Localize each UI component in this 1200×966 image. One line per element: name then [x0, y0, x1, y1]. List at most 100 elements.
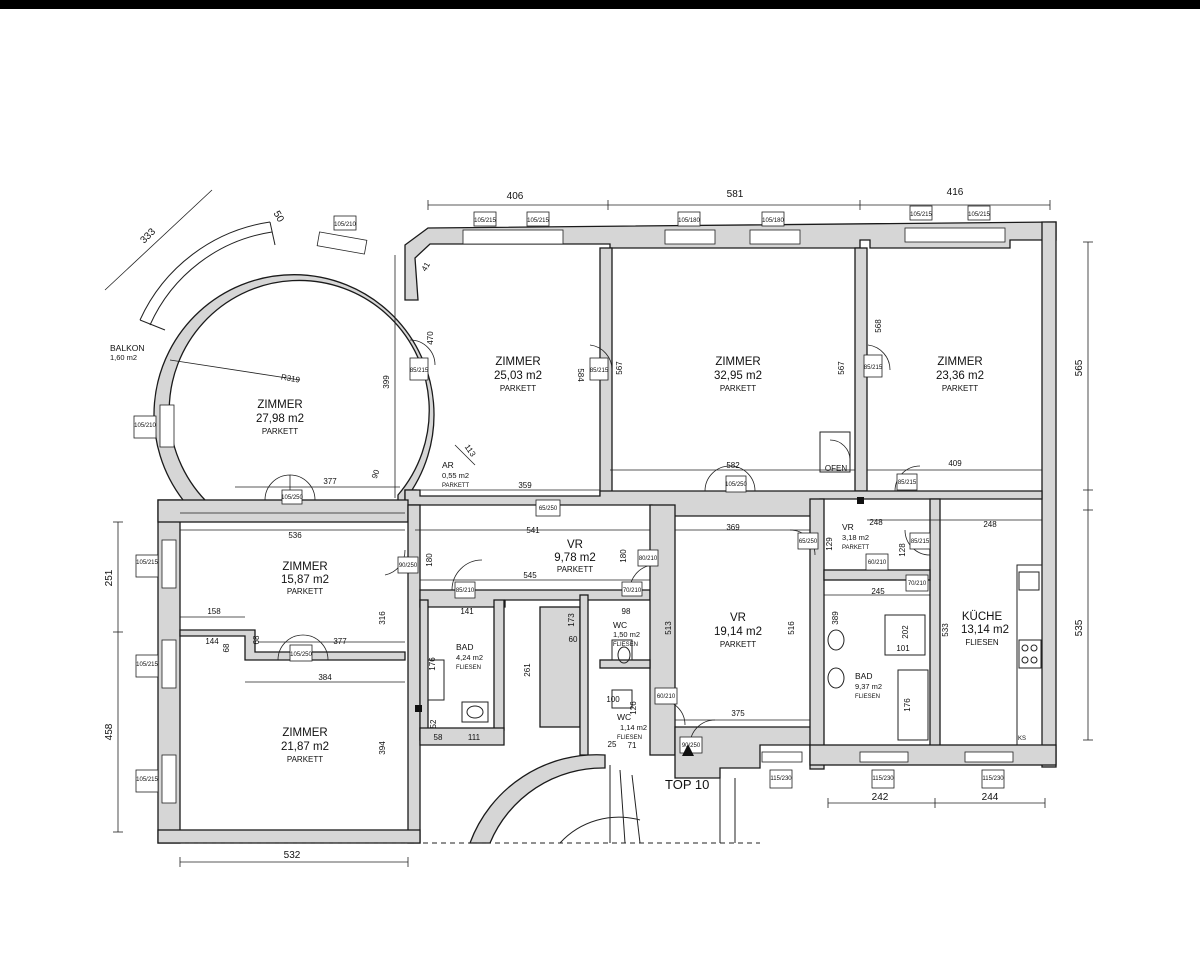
room-floor: FLIESEN	[855, 694, 880, 700]
dim-bottom-242: 242	[872, 792, 889, 803]
top-black-bar	[0, 0, 1200, 9]
dim-68a: 68	[252, 635, 261, 644]
room-balkon: BALKON 1,60 m2	[110, 343, 145, 362]
room-vr-2: VR 19,14 m2 PARKETT	[714, 612, 762, 649]
dim-176b: 176	[903, 698, 912, 712]
dim-top-406: 406	[507, 191, 524, 202]
svg-text:85/215: 85/215	[590, 368, 609, 374]
dim-98: 98	[622, 607, 631, 616]
dim-71: 71	[628, 741, 637, 750]
room-zimmer-4: ZIMMER 23,36 m2 PARKETT	[936, 356, 984, 393]
room-area: 1,50 m2	[613, 630, 640, 639]
dim-541: 541	[526, 526, 540, 535]
room-floor: PARKETT	[842, 545, 870, 551]
room-zimmer-2: ZIMMER 25,03 m2 PARKETT	[494, 356, 542, 393]
ofen-label: OFEN	[825, 464, 847, 473]
room-area: 13,14 m2	[961, 624, 1009, 636]
room-floor: FLIESEN	[617, 735, 642, 741]
dim-582: 582	[726, 461, 740, 470]
dim-248a: 248	[869, 518, 883, 527]
balcony	[139, 221, 276, 331]
room-name: WC	[617, 712, 631, 722]
room-zimmer-6: ZIMMER 21,87 m2 PARKETT	[281, 727, 329, 764]
staircase	[180, 765, 760, 844]
top10-label: TOP 10	[665, 777, 709, 792]
dim-90: 90	[370, 468, 382, 480]
dim-513: 513	[664, 621, 673, 635]
dim-567b: 567	[837, 361, 846, 375]
room-name: VR	[842, 522, 854, 532]
svg-text:85/215: 85/215	[864, 365, 883, 371]
dim-113: 113	[463, 443, 478, 459]
room-floor: PARKETT	[500, 384, 536, 393]
dim-316: 316	[378, 611, 387, 625]
dim-375: 375	[731, 709, 745, 718]
room-zimmer-5: ZIMMER 15,87 m2 PARKETT	[281, 561, 329, 596]
dimension-labels: 406 581 416 565 535 251 458 532 242 244 …	[104, 187, 1085, 861]
dim-bottom-532: 532	[284, 850, 301, 861]
svg-text:115/230: 115/230	[982, 776, 1004, 782]
svg-text:105/215: 105/215	[474, 218, 496, 224]
dim-126: 126	[629, 701, 638, 715]
room-name: BAD	[855, 671, 872, 681]
svg-text:105/250: 105/250	[725, 482, 747, 488]
room-floor: PARKETT	[942, 384, 978, 393]
dim-25: 25	[608, 740, 617, 749]
dim-60a: 60	[569, 635, 578, 644]
dim-389: 389	[831, 611, 840, 625]
svg-text:90/250: 90/250	[399, 563, 418, 569]
svg-text:105/250: 105/250	[281, 495, 303, 501]
room-floor: PARKETT	[720, 640, 756, 649]
dim-68b: 68	[222, 643, 231, 652]
svg-text:90/250: 90/250	[682, 743, 701, 749]
dim-bottom-244: 244	[982, 792, 999, 803]
room-name: ZIMMER	[282, 561, 327, 573]
room-kueche: KÜCHE 13,14 m2 FLIESEN	[961, 611, 1009, 647]
room-vr-1: VR 9,78 m2 PARKETT	[554, 539, 596, 574]
dimension-lines	[104, 189, 1093, 867]
dim-top-416: 416	[947, 187, 964, 198]
windows	[159, 227, 1014, 804]
fixtures	[415, 431, 1043, 746]
dim-180a: 180	[425, 553, 434, 567]
dim-399: 399	[382, 375, 391, 389]
misc-labels: OFEN KS TOP 10	[665, 464, 1026, 792]
dim-58: 58	[434, 733, 443, 742]
dim-248b: 248	[983, 520, 997, 529]
room-name: VR	[567, 539, 583, 551]
room-area: 19,14 m2	[714, 626, 762, 638]
dim-470: 470	[426, 331, 435, 345]
svg-text:105/215: 105/215	[527, 218, 549, 224]
dim-409: 409	[948, 459, 962, 468]
svg-text:85/215: 85/215	[410, 368, 429, 374]
dim-533: 533	[941, 623, 950, 637]
dim-141: 141	[460, 607, 474, 616]
room-area: 21,87 m2	[281, 741, 329, 753]
room-area: 9,37 m2	[855, 682, 882, 691]
dim-101: 101	[896, 644, 910, 653]
room-area: 0,55 m2	[442, 471, 469, 480]
room-floor: PARKETT	[287, 587, 323, 596]
dim-158: 158	[207, 607, 221, 616]
dim-129: 129	[825, 537, 834, 551]
room-name: ZIMMER	[715, 356, 760, 368]
room-name: WC	[613, 620, 627, 630]
room-floor: PARKETT	[557, 565, 593, 574]
room-wc-1: WC 1,50 m2 FLIESEN	[613, 620, 640, 648]
room-name: ZIMMER	[495, 356, 540, 368]
entrance-arrow-icon	[682, 744, 694, 756]
room-zimmer-3: ZIMMER 32,95 m2 PARKETT	[714, 356, 762, 393]
dim-377a: 377	[323, 477, 337, 486]
room-floor: FLIESEN	[456, 665, 481, 671]
room-area: 25,03 m2	[494, 370, 542, 382]
room-area: 15,87 m2	[281, 574, 329, 586]
dim-top-581: 581	[727, 189, 744, 200]
room-name: ZIMMER	[937, 356, 982, 368]
svg-text:65/250: 65/250	[799, 539, 818, 545]
room-area: 32,95 m2	[714, 370, 762, 382]
svg-text:105/215: 105/215	[910, 212, 932, 218]
svg-text:115/230: 115/230	[770, 776, 792, 782]
dim-545: 545	[523, 571, 537, 580]
room-name: KÜCHE	[962, 611, 1003, 623]
